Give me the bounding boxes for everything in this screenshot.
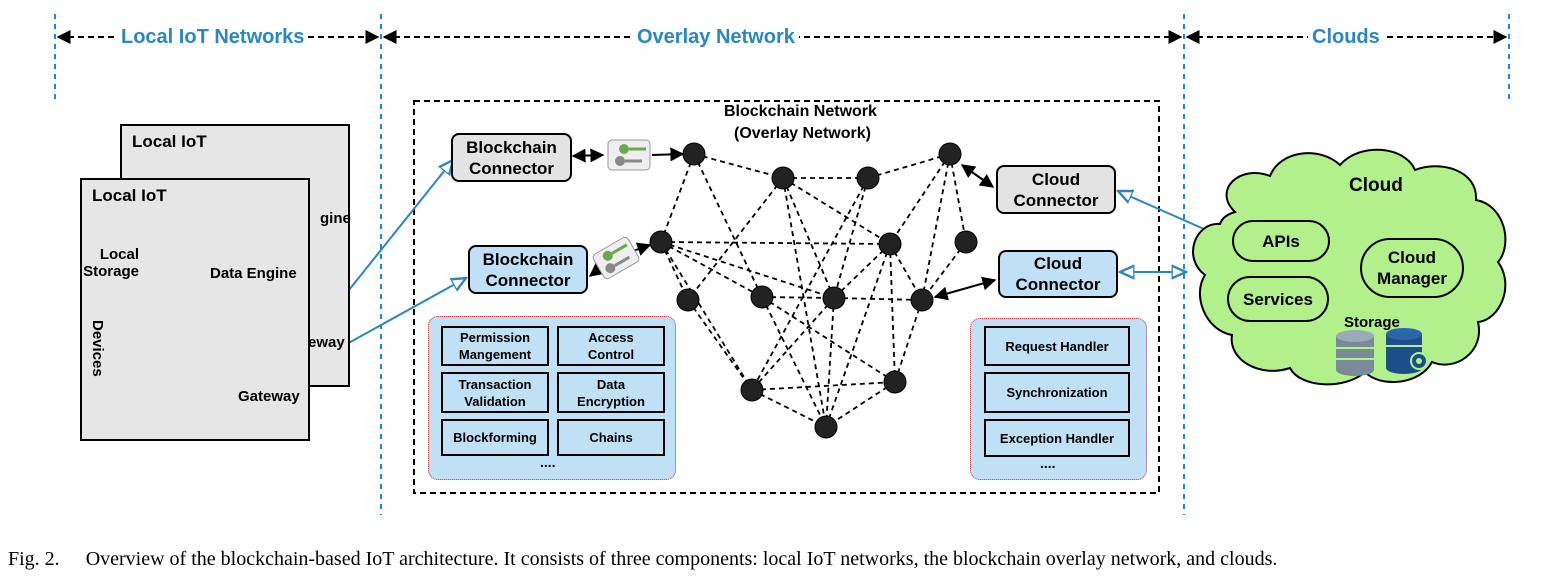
blockchain-network-boundary (413, 100, 1160, 494)
blockchain-node (740, 378, 764, 402)
caption-label: Fig. 2. (8, 548, 60, 570)
network-edge (867, 153, 951, 179)
handler-request: Request Handler (984, 326, 1130, 366)
network-edge (921, 241, 967, 301)
network-edge (687, 299, 753, 391)
network-edge (825, 381, 896, 428)
arrow-node-cc-top (960, 164, 995, 188)
network-edge (751, 297, 835, 391)
blockchain-node (910, 288, 934, 312)
cloud-storage-label: Storage (1344, 314, 1400, 331)
function-chains: Chains (557, 419, 665, 456)
data-engine-label: Data Engine (210, 265, 297, 282)
cloud-manager: Cloud Manager (1360, 238, 1464, 298)
cloud-connector-bottom: Cloud Connector (998, 250, 1118, 298)
network-edge (761, 296, 827, 428)
panel-title-back: Local IoT (132, 132, 207, 151)
function-transaction-validation: Transaction Validation (441, 372, 549, 413)
blockchain-node (938, 142, 962, 166)
blockchain-node (750, 285, 774, 309)
blockchain-node (814, 415, 838, 439)
blockchain-network-title: Blockchain Network (724, 103, 877, 120)
network-edge (693, 153, 763, 298)
blockchain-node (883, 370, 907, 394)
blockchain-connector-top: Blockchain Connector (451, 133, 572, 182)
key-icon-top (607, 139, 651, 171)
database-settings-icon (1386, 328, 1428, 374)
network-edge (751, 177, 869, 391)
blockchain-node (954, 230, 978, 254)
caption-text: Overview of the blockchain-based IoT arc… (85, 548, 1278, 570)
blockchain-node (856, 166, 880, 190)
network-edge (889, 243, 896, 383)
network-edge (660, 241, 763, 298)
arrow-key-node-top (651, 147, 685, 162)
gateway-label-back: eway (308, 334, 345, 351)
network-edge (751, 381, 896, 391)
network-edge (761, 296, 835, 299)
gateway-label: Gateway (238, 388, 300, 405)
function-access-control: Access Control (557, 326, 665, 366)
cloud-connector-top: Cloud Connector (996, 165, 1116, 214)
blockchain-node (771, 166, 795, 190)
local-iot-panel: Local IoT (80, 178, 310, 441)
network-edge (894, 299, 923, 383)
cloud-apis: APIs (1232, 220, 1330, 262)
handler-exception: Exception Handler (984, 419, 1130, 457)
network-edge (833, 243, 891, 299)
link-gateway-bc-top (332, 160, 453, 311)
devices-label: Devices (89, 320, 106, 377)
network-edge (660, 241, 753, 391)
database-icon (1336, 330, 1374, 376)
network-edge (660, 241, 891, 245)
function-blockforming: Blockforming (441, 419, 549, 456)
network-edge (833, 297, 923, 301)
cloud-services: Services (1227, 276, 1329, 322)
handler-synchronization: Synchronization (984, 372, 1130, 413)
key-icon-bottom (592, 236, 640, 280)
blockchain-node (649, 230, 673, 254)
network-edge (825, 243, 891, 428)
panel-title: Local IoT (92, 186, 167, 205)
blockchain-node (878, 232, 902, 256)
network-edge (693, 153, 784, 179)
network-edge (782, 177, 835, 299)
local-storage-label: Local Storage (83, 246, 139, 280)
blockchain-node (822, 286, 846, 310)
network-edge (921, 153, 951, 301)
section-title-overlay: Overlay Network (633, 25, 799, 49)
network-edge (660, 153, 695, 243)
network-edge (833, 177, 869, 299)
function-data-encryption: Data Encryption (557, 372, 665, 413)
network-edge (660, 241, 835, 299)
network-edge (782, 177, 827, 428)
network-edge (889, 153, 951, 245)
blockchain-network-subtitle: (Overlay Network) (734, 125, 871, 142)
network-edges (660, 153, 967, 428)
section-title-local: Local IoT Networks (117, 25, 309, 49)
arrow-bc-top-key (571, 148, 605, 163)
blockchain-connector-bottom: Blockchain Connector (468, 245, 588, 294)
cloud-title: Cloud (1349, 175, 1403, 196)
network-edge (782, 177, 891, 245)
data-engine-label-back: gine (320, 210, 351, 227)
section-title-clouds: Clouds (1308, 25, 1384, 49)
blockchain-node (676, 288, 700, 312)
network-edge (825, 297, 835, 428)
network-nodes (649, 142, 978, 439)
network-edge (687, 177, 784, 301)
function-permission-management: Permission Mangement (441, 326, 549, 366)
network-edge (949, 153, 967, 243)
arrow-node-cc-bottom (933, 276, 997, 301)
handlers-more: .... (1040, 455, 1056, 471)
blockchain-node (682, 142, 706, 166)
cloud-shape (1192, 148, 1507, 386)
figure-caption: Fig. 2. Overview of the blockchain-based … (8, 548, 1277, 571)
network-edge (751, 389, 827, 428)
functions-more: .... (540, 454, 556, 470)
